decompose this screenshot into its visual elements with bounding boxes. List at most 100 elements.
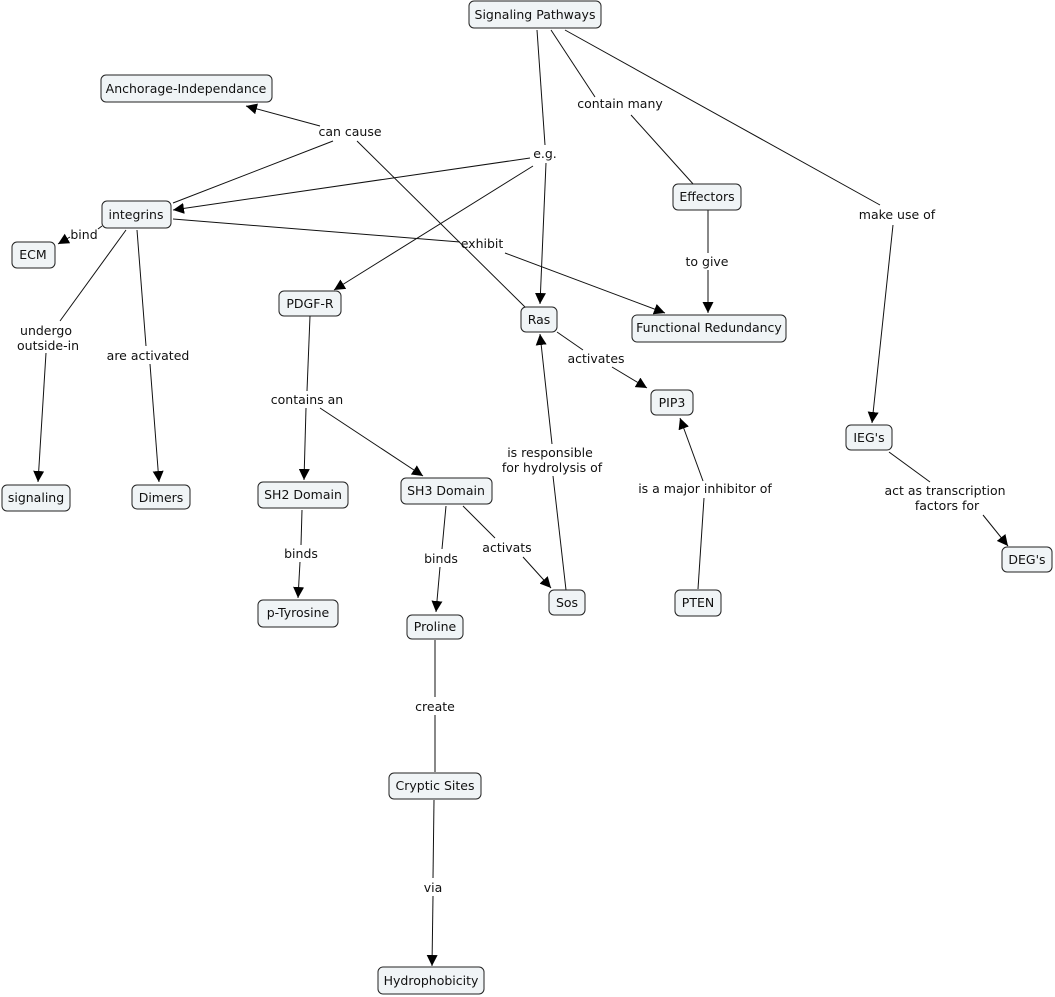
link-undergo-line-1: undergo [20, 323, 72, 338]
node-label: Signaling Pathways [475, 7, 596, 22]
node-pten[interactable]: PTEN [674, 589, 722, 617]
edge-sp-containmany [550, 29, 596, 98]
link-labels: contain many e.g. can cause make use of … [17, 96, 1006, 895]
node-label: SH2 Domain [264, 487, 342, 502]
node-ecm[interactable]: ECM [11, 241, 56, 269]
edge-containmany-effectors [630, 114, 695, 186]
node-label: PIP3 [659, 395, 686, 410]
node-functional-redundancy[interactable]: Functional Redundancy [631, 314, 787, 343]
node-p-tyrosine[interactable]: p-Tyrosine [257, 599, 339, 628]
edge-exhibit-fr [504, 252, 666, 315]
edge-integrins-exhibit [172, 218, 461, 243]
node-label: PDGF-R [286, 296, 334, 311]
node-integrins[interactable]: integrins [101, 200, 172, 229]
node-label: Sos [556, 595, 578, 610]
edge-cancause-anchorage [245, 103, 321, 127]
node-label: DEG's [1008, 552, 1045, 567]
edge-ras-activates [556, 331, 584, 351]
node-signaling[interactable]: signaling [1, 484, 71, 512]
node-label: signaling [8, 490, 64, 505]
edge-via-hydrophobicity [426, 895, 438, 967]
edge-activates-pip3 [611, 366, 648, 389]
node-label: ECM [19, 247, 46, 262]
link-is-responsible: is responsible for hydrolysis of [502, 445, 603, 475]
link-binds-sh3: binds [424, 551, 458, 566]
node-anchorage-independance[interactable]: Anchorage-Independance [100, 74, 273, 103]
node-ras[interactable]: Ras [520, 306, 558, 333]
edge-pten-inhibitor [697, 497, 705, 590]
link-bind: bind [70, 227, 97, 242]
node-sos[interactable]: Sos [548, 589, 586, 616]
edge-sh3-activats [462, 505, 496, 539]
link-is-major-inhibitor: is a major inhibitor of [638, 481, 772, 496]
edge-makeuse-iegs [867, 224, 894, 424]
edge-integrins-cancause [172, 140, 334, 204]
link-to-give: to give [685, 254, 728, 269]
link-exhibit: exhibit [461, 236, 504, 251]
link-is-responsible-line-2: for hydrolysis of [502, 460, 603, 475]
edge-areactivated-dimers [149, 363, 164, 483]
node-label: Proline [414, 619, 457, 634]
edge-eg-ras [534, 162, 547, 305]
node-label: IEG's [853, 430, 884, 445]
edge-eg-pdgfr [333, 165, 534, 291]
node-dimers[interactable]: Dimers [131, 484, 191, 510]
node-label: Cryptic Sites [396, 778, 475, 793]
edge-cryptic-via [432, 799, 435, 879]
node-hydrophobicity[interactable]: Hydrophobicity [377, 966, 485, 995]
edge-binds-proline [431, 566, 443, 613]
link-contain-many: contain many [577, 96, 663, 111]
link-eg: e.g. [533, 146, 557, 161]
link-activats: activats [482, 540, 531, 555]
link-act-as-tf-line-2: factors for [915, 498, 980, 513]
node-degs[interactable]: DEG's [1001, 546, 1053, 573]
edge-activats-sos [522, 556, 552, 589]
link-act-as-tf-line-1: act as transcription [884, 483, 1005, 498]
node-label: PTEN [682, 595, 714, 610]
edge-sh2-binds [300, 509, 303, 546]
node-proline[interactable]: Proline [406, 614, 464, 640]
node-label: Dimers [139, 490, 184, 505]
node-sh2-domain[interactable]: SH2 Domain [257, 481, 349, 509]
link-are-activated: are activated [107, 348, 190, 363]
link-can-cause: can cause [318, 124, 381, 139]
edge-pdgfr-containsan [306, 315, 311, 392]
edge-inhibitor-pip3 [678, 417, 704, 482]
edge-sp-eg [536, 29, 546, 146]
node-label: Functional Redundancy [636, 320, 782, 335]
edge-containsan-sh3 [319, 407, 424, 477]
edge-undergo-signaling [33, 352, 47, 483]
link-undergo-outside-in: undergo outside-in [17, 323, 79, 353]
node-label: Anchorage-Independance [106, 81, 267, 96]
node-effectors[interactable]: Effectors [672, 183, 742, 211]
edge-sh3-binds [441, 505, 447, 550]
node-pdgf-r[interactable]: PDGF-R [278, 290, 342, 317]
link-via: via [424, 880, 443, 895]
edge-eg-integrins [172, 157, 531, 214]
link-undergo-line-2: outside-in [17, 338, 79, 353]
edge-integrins-undergo [59, 229, 127, 322]
node-label: Ras [528, 312, 551, 327]
node-cryptic-sites[interactable]: Cryptic Sites [388, 772, 482, 800]
link-activates: activates [567, 351, 624, 366]
edge-sos-isresponsible [552, 475, 567, 591]
node-label: Hydrophobicity [384, 973, 479, 988]
link-binds-sh2: binds [284, 546, 318, 561]
link-make-use-of: make use of [859, 207, 936, 222]
node-label: Effectors [679, 189, 734, 204]
node-pip3[interactable]: PIP3 [650, 389, 694, 416]
node-sh3-domain[interactable]: SH3 Domain [400, 477, 493, 505]
link-is-responsible-line-1: is responsible [507, 445, 593, 460]
edge-sp-makeuse [564, 29, 881, 206]
edge-iegs-tf [888, 451, 931, 483]
edge-isresponsible-ras [535, 333, 553, 445]
edge-binds-ptyrosine [293, 561, 305, 599]
link-contains-an: contains an [271, 392, 343, 407]
node-signaling-pathways[interactable]: Signaling Pathways [468, 0, 602, 29]
edge-integrins-bind [97, 225, 103, 230]
node-label: p-Tyrosine [267, 605, 330, 620]
edges [33, 29, 1009, 967]
node-iegs[interactable]: IEG's [845, 424, 893, 451]
